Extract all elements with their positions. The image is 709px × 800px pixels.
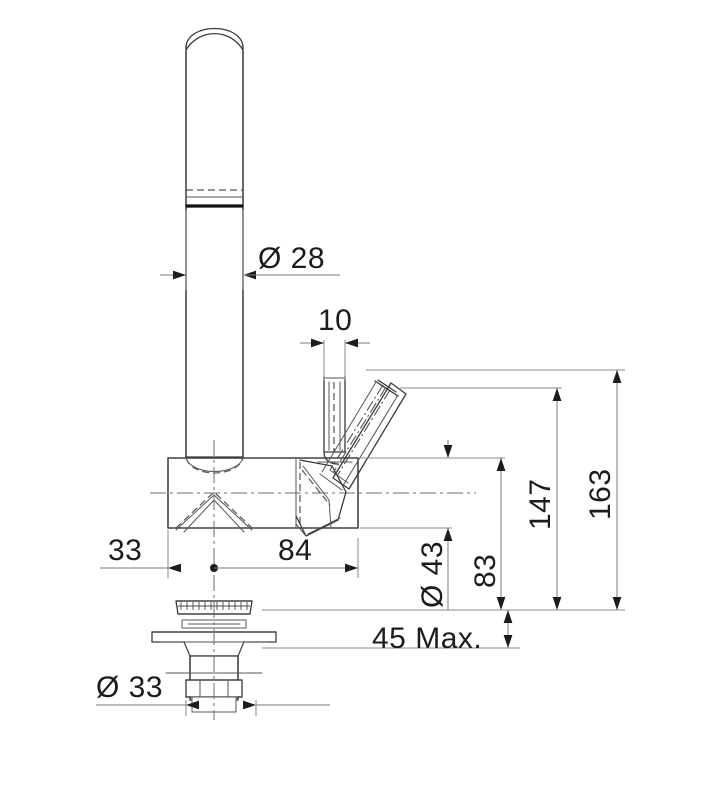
dim-label-shank-diameter: Ø 33 xyxy=(96,671,163,704)
dim-label-lever-stem-width: 10 xyxy=(318,304,352,337)
dim-label-body-top-height: 83 xyxy=(469,554,502,588)
dimension-spout-diameter: Ø 28 xyxy=(160,210,340,290)
lever-handle-raised xyxy=(319,379,407,491)
body-cylinder xyxy=(167,457,359,533)
dimension-body-diameter: Ø 43 xyxy=(360,440,453,610)
aerator-joint xyxy=(185,189,244,208)
dim-label-body-offset-left: 33 xyxy=(108,534,142,567)
dimension-shank-diameter: Ø 33 xyxy=(96,671,330,716)
dimension-overall-height: 163 xyxy=(366,369,625,611)
dim-label-deck-thickness: 45 Max. xyxy=(372,622,482,655)
dimension-height-to-lever: 147 xyxy=(400,387,562,610)
dimension-deck-thickness: 45 Max. xyxy=(262,609,520,655)
dim-label-body-diameter: Ø 43 xyxy=(416,541,449,608)
dimension-body-offset-left: 33 xyxy=(100,530,181,578)
dim-label-body-reach: 84 xyxy=(278,534,312,567)
spout-tube xyxy=(185,28,244,459)
dim-label-overall-height: 163 xyxy=(584,468,617,520)
dim-label-height-to-lever: 147 xyxy=(524,478,557,530)
cartridge-section xyxy=(295,457,347,537)
dimension-body-reach: 84 xyxy=(214,534,359,578)
dimension-lever-stem-width: 10 xyxy=(300,304,370,380)
dim-label-spout-diameter: Ø 28 xyxy=(258,242,325,275)
